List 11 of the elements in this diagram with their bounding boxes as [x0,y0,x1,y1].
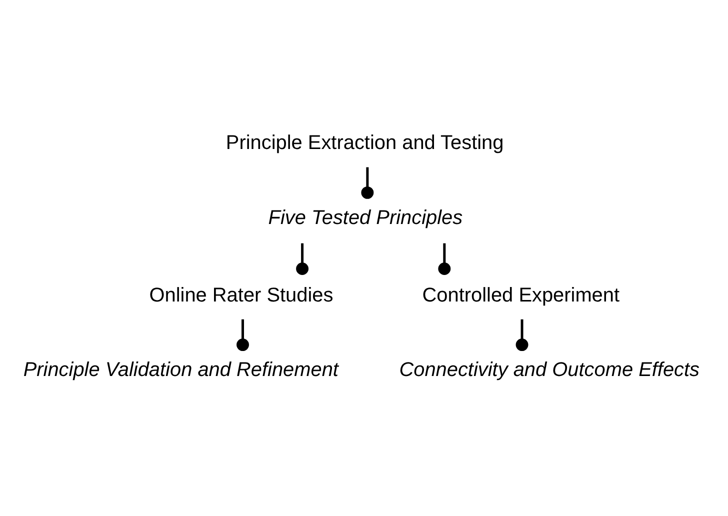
node-text: Connectivity and Outcome Effects [399,358,700,381]
node-text: Controlled Experiment [422,284,620,306]
connector [296,242,309,274]
connector [236,318,249,351]
connector [438,242,451,274]
connector [361,166,374,198]
node-text: Online Rater Studies [149,284,334,306]
node-text: Five Tested Principles [268,206,463,228]
node-text: Principle Validation and Refinement [23,358,338,381]
connector [516,318,528,351]
node-text: Principle Extraction and Testing [226,132,504,154]
